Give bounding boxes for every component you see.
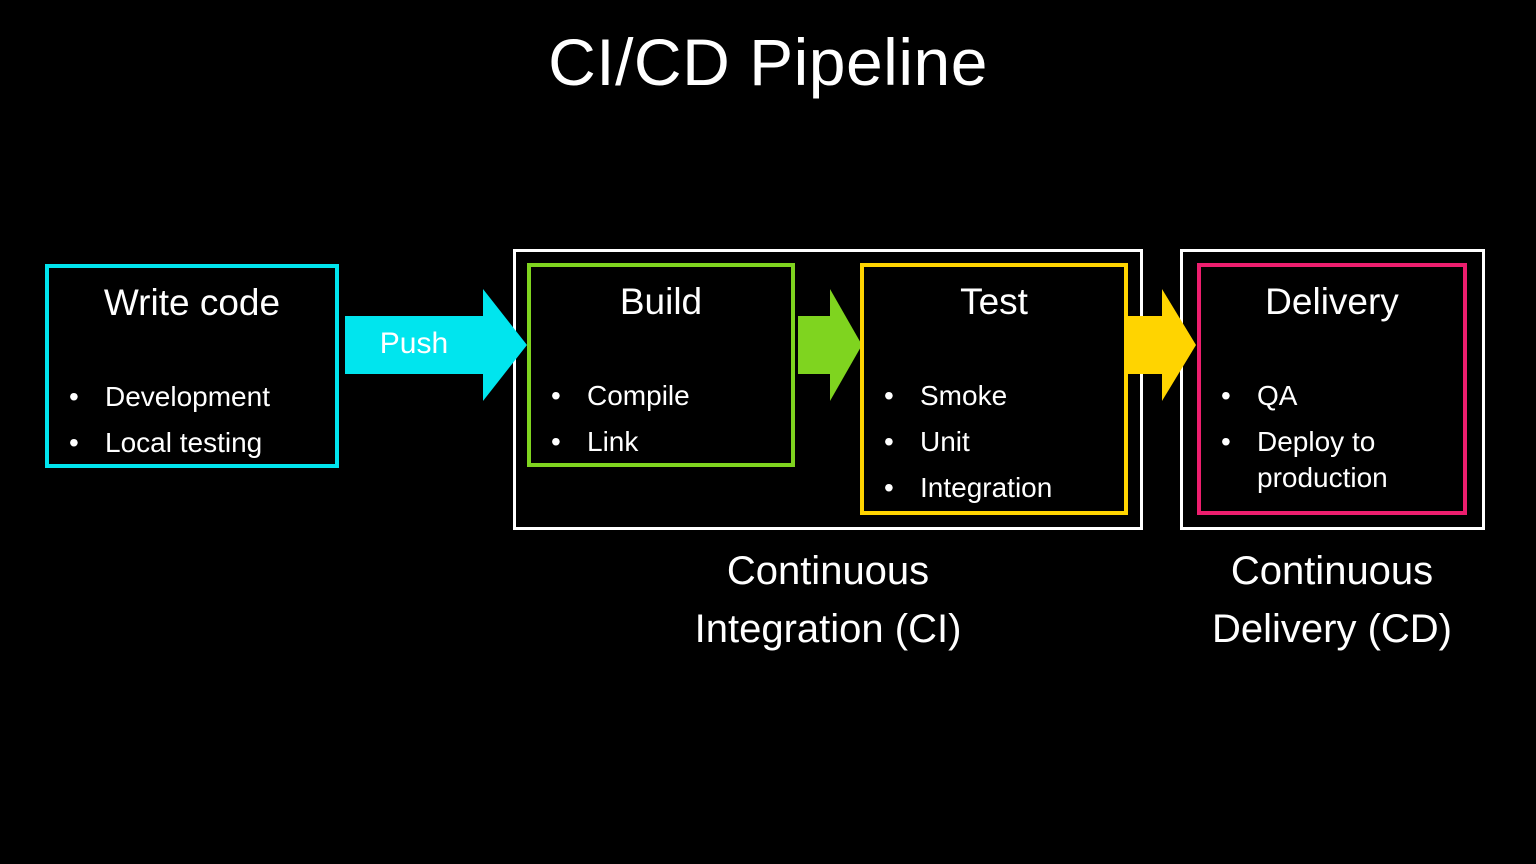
write-code-box: Write code Development Local testing <box>45 264 339 468</box>
bullet-item: QA <box>1201 378 1463 415</box>
test-title: Test <box>960 281 1028 322</box>
ci-group-label: Continuous Integration (CI) <box>694 549 962 651</box>
build-to-test-arrow-head <box>830 289 862 401</box>
test-to-delivery-arrow-head <box>1162 289 1196 401</box>
delivery-title: Delivery <box>1265 281 1399 322</box>
test-to-delivery-arrow-body <box>1128 316 1162 374</box>
cd-group-label: Continuous Delivery (CD) <box>1212 549 1452 651</box>
push-arrow-label: Push <box>379 327 449 360</box>
build-to-test-arrow-body <box>798 316 830 374</box>
push-arrow-body <box>345 316 483 374</box>
bullet-item: Smoke <box>864 378 1124 415</box>
build-title: Build <box>619 281 703 322</box>
bullet-item: Deploy to production <box>1201 424 1463 497</box>
bullet-item: Link <box>531 424 791 461</box>
bullet-item: Integration <box>864 470 1124 507</box>
delivery-bullets: QA Deploy to production <box>1201 378 1463 497</box>
test-bullets: Smoke Unit Integration <box>864 378 1124 508</box>
delivery-box: Delivery QA Deploy to production <box>1197 263 1467 515</box>
bullet-item: Development <box>49 379 335 416</box>
write-code-bullets: Development Local testing <box>49 379 335 462</box>
push-arrow-head <box>483 289 527 401</box>
bullet-item: Compile <box>531 378 791 415</box>
build-bullets: Compile Link <box>531 378 791 461</box>
diagram-title: CI/CD Pipeline <box>548 25 988 99</box>
build-box: Build Compile Link <box>527 263 795 467</box>
test-box: Test Smoke Unit Integration <box>860 263 1128 515</box>
bullet-item: Unit <box>864 424 1124 461</box>
bullet-item: Local testing <box>49 425 335 462</box>
write-code-title: Write code <box>103 282 281 323</box>
